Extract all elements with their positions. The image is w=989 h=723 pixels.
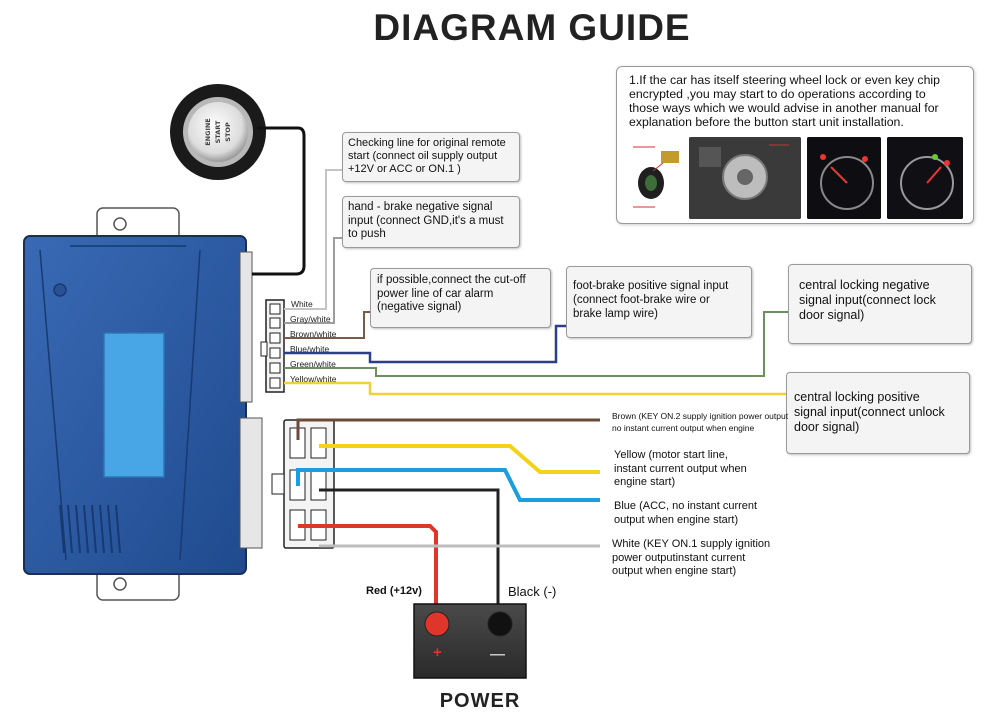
- black-lead-label: Black (-): [508, 584, 557, 599]
- callout-remote-start-check: Checking line for original remote start …: [342, 132, 520, 182]
- callout-line: signal input(connect unlock: [794, 405, 945, 419]
- callout-line: if possible,connect the cut-off: [377, 274, 526, 286]
- power-label-line: Blue (ACC, no instant current: [614, 500, 758, 512]
- wire-label-blue-white: Blue/white: [290, 344, 330, 354]
- page-title: DIAGRAM GUIDE: [373, 7, 690, 48]
- photo-key-chip: [625, 137, 685, 219]
- installation-note-text: 1.If the car has itself steering wheel l…: [629, 73, 940, 129]
- callout-line: door signal): [794, 420, 860, 434]
- photo-steering-lock: [689, 137, 801, 219]
- wire-label-white: White: [291, 299, 313, 309]
- power-label-line: Yellow (motor start line,: [614, 449, 728, 461]
- callout-line: to push: [348, 228, 386, 240]
- power-label-line: no instant current output when engine: [612, 423, 755, 433]
- callout-line: +12V or ACC or ON.1 ): [348, 163, 461, 175]
- power-label-yellow: Yellow (motor start line, instant curren…: [614, 449, 747, 490]
- callout-line: brake lamp wire): [573, 308, 658, 320]
- callout-line: hand - brake negative signal: [348, 201, 493, 213]
- photo-dashboard-gauge-2: [887, 137, 963, 219]
- callout-line: (connect foot-brake wire or: [573, 294, 710, 306]
- installation-note-panel: 1.If the car has itself steering wheel l…: [616, 66, 974, 224]
- callout-line: signal input(connect lock: [799, 293, 936, 307]
- callout-foot-brake: foot-brake positive signal input (connec…: [566, 266, 752, 338]
- callout-line: central locking negative: [799, 278, 930, 292]
- callout-line: input (connect GND,it's a must: [348, 214, 504, 227]
- power-label-line: Brown (KEY ON.2 supply ignition power ou…: [612, 411, 789, 421]
- module-display-window: [103, 332, 165, 478]
- power-label-brown: Brown (KEY ON.2 supply ignition power ou…: [612, 410, 788, 434]
- callout-central-lock-negative: central locking negative signal input(co…: [788, 264, 972, 344]
- callout-line: power line of car alarm: [377, 287, 494, 300]
- power-label-white: White (KEY ON.1 supply ignition power ou…: [612, 538, 770, 579]
- callout-line: start (connect oil supply output: [348, 150, 498, 162]
- power-label-line: instant current output when: [614, 462, 747, 475]
- power-label-line: power outputinstant current: [612, 551, 746, 564]
- callout-line: central locking positive: [794, 390, 920, 404]
- power-caption: POWER: [440, 690, 521, 712]
- battery-minus-sign: —: [490, 646, 505, 663]
- wire-label-yellow-white: Yellow/white: [290, 374, 337, 384]
- wire-label-green-white: Green/white: [290, 359, 336, 369]
- note-line: encrypted ,you may start to do operation…: [629, 87, 926, 101]
- note-line: explanation before the button start unit…: [629, 115, 904, 129]
- callout-line: foot-brake positive signal input: [573, 280, 729, 292]
- power-label-line: output when engine start): [612, 565, 737, 577]
- wire-label-gray-white: Gray/white: [290, 314, 331, 324]
- photo-dashboard-gauge-1: [807, 137, 881, 219]
- power-label-line: White (KEY ON.1 supply ignition: [612, 538, 771, 550]
- start-button-text-1: ENGINE: [204, 118, 212, 146]
- battery-plus-sign: +: [433, 644, 442, 661]
- start-button-text-3: STOP: [224, 122, 232, 142]
- power-label-line: output when engine start): [614, 513, 739, 526]
- red-lead-label: Red (+12v): [366, 585, 422, 597]
- note-line: 1.If the car has itself steering wheel l…: [629, 73, 940, 87]
- callout-hand-brake: hand - brake negative signal input (conn…: [342, 196, 520, 248]
- callout-line: Checking line for original remote: [348, 137, 506, 149]
- battery-positive-terminal: [424, 611, 450, 637]
- note-line: those ways which we would advise in anot…: [629, 101, 939, 115]
- callout-line: (negative signal): [377, 301, 462, 313]
- callout-line: door signal): [799, 308, 865, 322]
- power-label-line: engine start): [614, 476, 676, 488]
- battery-negative-terminal: [487, 611, 513, 637]
- callout-central-lock-positive: central locking positive signal input(co…: [786, 372, 970, 454]
- wire-label-brown-white: Brown/white: [290, 329, 337, 339]
- start-button-text-2: START: [214, 120, 222, 143]
- callout-alarm-cutoff: if possible,connect the cut-off power li…: [370, 268, 551, 328]
- power-label-blue: Blue (ACC, no instant current output whe…: [614, 500, 757, 527]
